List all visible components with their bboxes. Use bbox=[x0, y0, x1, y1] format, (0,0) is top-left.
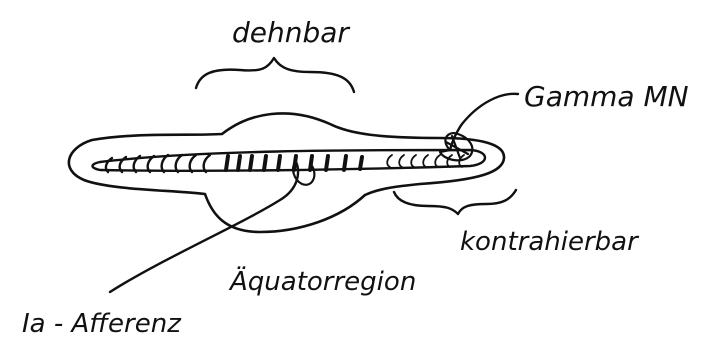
label-stretchable: dehnbar bbox=[232, 16, 350, 49]
label-ia-afferent: Ia - Afferenz bbox=[22, 309, 182, 339]
label-contractile: kontrahierbar bbox=[460, 227, 640, 257]
spindle-capsule bbox=[69, 113, 504, 232]
striations-right bbox=[387, 155, 464, 167]
label-gamma-mn: Gamma MN bbox=[524, 80, 689, 113]
brace-stretchable bbox=[196, 58, 354, 92]
brace-contractile bbox=[394, 190, 516, 214]
label-equator-region: Äquatorregion bbox=[228, 265, 416, 297]
